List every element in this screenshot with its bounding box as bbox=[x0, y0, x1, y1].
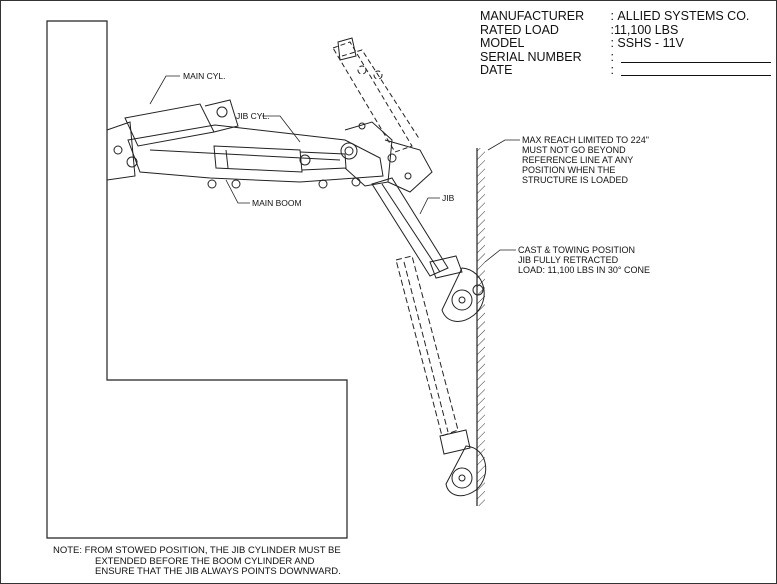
info-block: MANUFACTURER : ALLIED SYSTEMS CO. RATED … bbox=[480, 9, 772, 78]
note-line: NOTE: FROM STOWED POSITION, THE JIB CYLI… bbox=[53, 545, 341, 556]
note-line: ENSURE THAT THE JIB ALWAYS POINTS DOWNWA… bbox=[95, 566, 341, 577]
info-key: DATE bbox=[480, 63, 513, 77]
info-key: MODEL bbox=[480, 36, 525, 50]
main-boom-assembly bbox=[106, 99, 433, 193]
callout-line: POSITION WHEN THE bbox=[522, 165, 616, 175]
hook-block-towing bbox=[429, 255, 485, 322]
info-sep: : bbox=[607, 49, 618, 64]
callout-line: JIB FULLY RETRACTED bbox=[518, 255, 619, 265]
hook-block-extended bbox=[439, 429, 487, 497]
callout-line: REFERENCE LINE AT ANY bbox=[522, 155, 634, 165]
label-jib-cyl: JIB CYL. bbox=[236, 111, 270, 121]
info-row-rated-load: RATED LOAD : 11,100 LBS bbox=[480, 22, 771, 38]
note-line: EXTENDED BEFORE THE BOOM CYLINDER AND bbox=[95, 555, 315, 567]
info-sep: : bbox=[607, 63, 618, 77]
jib bbox=[371, 177, 459, 437]
label-jib: JIB bbox=[442, 193, 455, 203]
jib-raised-position bbox=[332, 41, 421, 153]
info-key: MANUFACTURER bbox=[480, 9, 585, 23]
info-value-rated-load: 11,100 LBS bbox=[613, 22, 679, 37]
callout-line: CAST & TOWING POSITION bbox=[518, 245, 636, 255]
info-row-date: DATE : bbox=[480, 63, 772, 78]
vessel-structure bbox=[46, 20, 348, 539]
callout-line: LOAD: 11,100 LBS IN 30° CONE bbox=[518, 265, 650, 275]
info-key: RATED LOAD bbox=[480, 22, 559, 37]
info-row-serial-number: SERIAL NUMBER : bbox=[480, 49, 772, 65]
callout-line: MUST NOT GO BEYOND bbox=[522, 145, 626, 155]
callout-line: STRUCTURE IS LOADED bbox=[522, 175, 629, 185]
callout-cast-towing: CAST & TOWING POSITION JIB FULLY RETRACT… bbox=[518, 245, 650, 275]
info-row-manufacturer: MANUFACTURER : ALLIED SYSTEMS CO. bbox=[480, 9, 771, 24]
info-row-model: MODEL : SSHS - 11V bbox=[480, 36, 771, 51]
label-main-boom: MAIN BOOM bbox=[252, 198, 302, 208]
info-value-model: SSHS - 11V bbox=[617, 36, 684, 50]
date-blank-line bbox=[621, 64, 772, 76]
info-sep: : bbox=[607, 22, 614, 37]
info-sep: : bbox=[607, 9, 618, 23]
info-value-manufacturer: ALLIED SYSTEMS CO. bbox=[617, 9, 750, 23]
callout-max-reach: MAX REACH LIMITED TO 224" MUST NOT GO BE… bbox=[522, 135, 649, 185]
reference-wall bbox=[476, 148, 485, 506]
info-sep: : bbox=[607, 36, 618, 50]
leader-lines bbox=[149, 75, 520, 263]
label-main-cyl: MAIN CYL. bbox=[183, 71, 226, 81]
info-key: SERIAL NUMBER bbox=[480, 49, 582, 64]
note-block: NOTE: FROM STOWED POSITION, THE JIB CYLI… bbox=[53, 545, 341, 578]
callout-line: MAX REACH LIMITED TO 224" bbox=[522, 135, 649, 145]
serial-number-blank-line bbox=[621, 51, 772, 63]
